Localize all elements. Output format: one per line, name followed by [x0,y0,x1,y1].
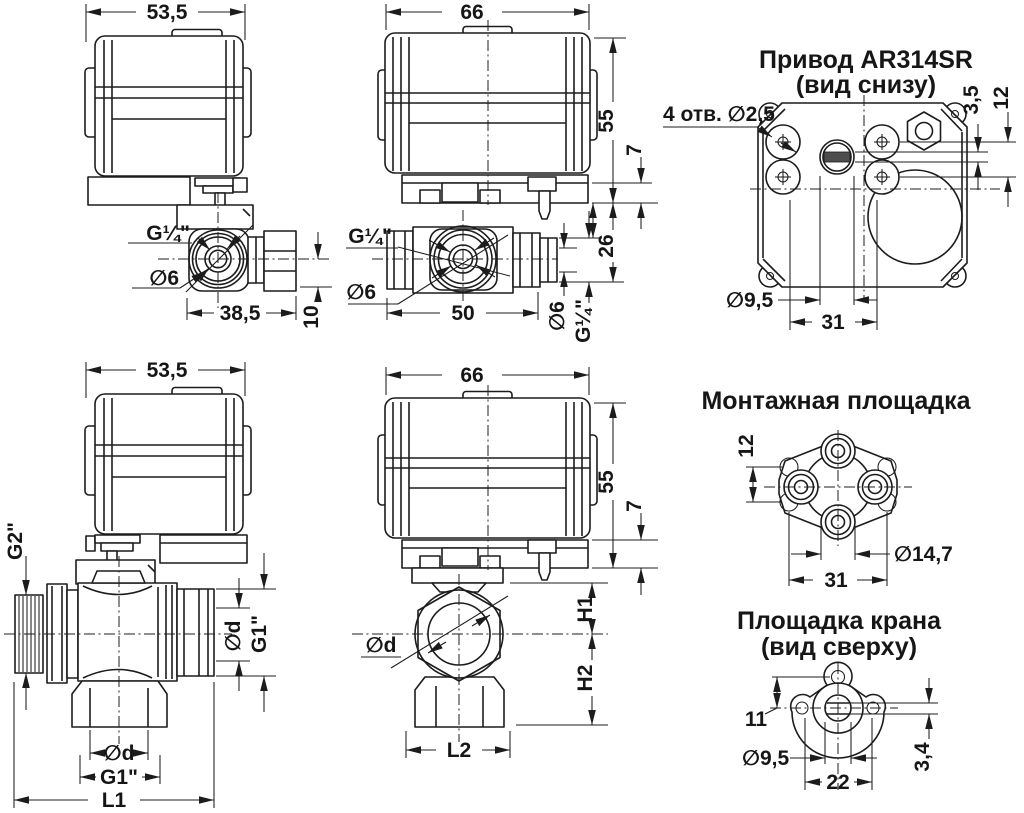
dim-width-label: 53,5 [147,1,188,24]
three-way-valve [14,570,215,728]
dim-length-label: L2 [447,739,472,762]
bore-right-label: ∅d [222,621,245,652]
dim-height-label: 55 [595,470,618,494]
view-valve-assembly-side: 53,5 G2" ∅d G1" ∅d G1" L1 [4,359,276,812]
dim-length-label: 38,5 [220,302,261,325]
dim-width-label: 53,5 [147,359,188,382]
dim-length-label: L1 [102,789,127,812]
dim-span-label: 31 [821,311,845,334]
thread-end-label: G¼" [572,299,595,343]
dim-rows-label: 12 [990,86,1013,109]
view-valve-pad-top: Площадка крана (вид сверху) [737,607,942,794]
view-valve-assembly-front: 66 55 7 H1 H2 ∅d L2 [352,364,658,762]
dimensions: 66 G¼" ∅6 50 55 7 26 ∅6 G¼" [346,1,658,343]
bore-end-label: ∅6 [546,301,569,331]
dim-width-label: 66 [460,1,483,24]
bore-label: ∅d [366,634,397,657]
view-actuator-valve-side: 53,5 G¼" ∅6 38,5 10 [84,1,332,329]
dimensions: 53,5 G2" ∅d G1" ∅d G1" L1 [4,359,276,812]
dimensions: 4 отв. ∅2,5 3,5 12 ∅9,5 31 [663,85,1016,334]
drive-housing [757,102,968,288]
output-shaft [819,139,855,175]
dim-offset-label: 10 [300,305,323,328]
dim-hole-label: 11 [745,708,768,731]
dim-shaft-label: ∅9,5 [726,289,773,312]
dim-shaft-label: ∅9,5 [742,747,789,770]
drive-title: Привод AR314SR [759,46,973,74]
mounting-pad-plate [778,433,898,540]
view-actuator-valve-front: 66 G¼" ∅6 50 55 7 26 ∅6 G¼" [346,1,658,343]
dim-slot-label: 3,5 [960,85,983,115]
dim-width-label: 66 [460,364,483,387]
bore-label: ∅6 [149,267,179,290]
mounting-pad-title: Монтажная площадка [701,387,971,415]
dim-length-label: 50 [451,302,474,325]
bore-bottom-label: ∅d [104,742,135,765]
bore-label: ∅6 [346,281,376,304]
dim-boss-label: ∅14,7 [894,543,953,566]
valve-pad-subtitle: (вид сверху) [761,633,917,661]
dim-span-label: 31 [824,569,848,592]
dim-h1-label: H1 [574,595,597,622]
dim-h2-label: H2 [574,665,597,692]
thread-label: G¼" [146,222,190,245]
dimensions: 12 ∅14,7 31 [735,434,953,592]
thread-right-label: G1" [248,615,271,653]
dimensions: 11 ∅9,5 22 3,4 [742,676,938,794]
dim-holes-label: 12 [735,434,758,457]
dim-port-label: 26 [595,234,618,257]
bracket-and-stem [401,539,589,593]
valve-pad-title: Площадка крана [737,607,942,635]
drive-subtitle: (вид снизу) [796,71,936,99]
dim-bracket-label: 7 [623,500,646,512]
dim-height-label: 55 [595,109,618,133]
thread-label: G¼" [348,225,392,248]
dimensions: 53,5 G¼" ∅6 38,5 10 [85,1,332,329]
dim-span-label: 22 [826,771,849,794]
thread-left-label: G2" [4,522,27,560]
view-mounting-pad: Монтажная площадка [701,387,971,592]
valve-port-side [188,228,297,292]
bracket-and-stem [401,174,589,220]
view-drive-bottom: Привод AR314SR (вид снизу) [663,46,1016,334]
dim-bracket-label: 7 [623,144,646,156]
hex-nut [906,111,942,151]
thread-bottom-label: G1" [100,766,138,789]
dimensions: 66 55 7 H1 H2 ∅d L2 [361,364,658,762]
dim-slot-label: 3,4 [911,742,934,772]
holes-note-label: 4 отв. ∅2,5 [663,103,775,126]
